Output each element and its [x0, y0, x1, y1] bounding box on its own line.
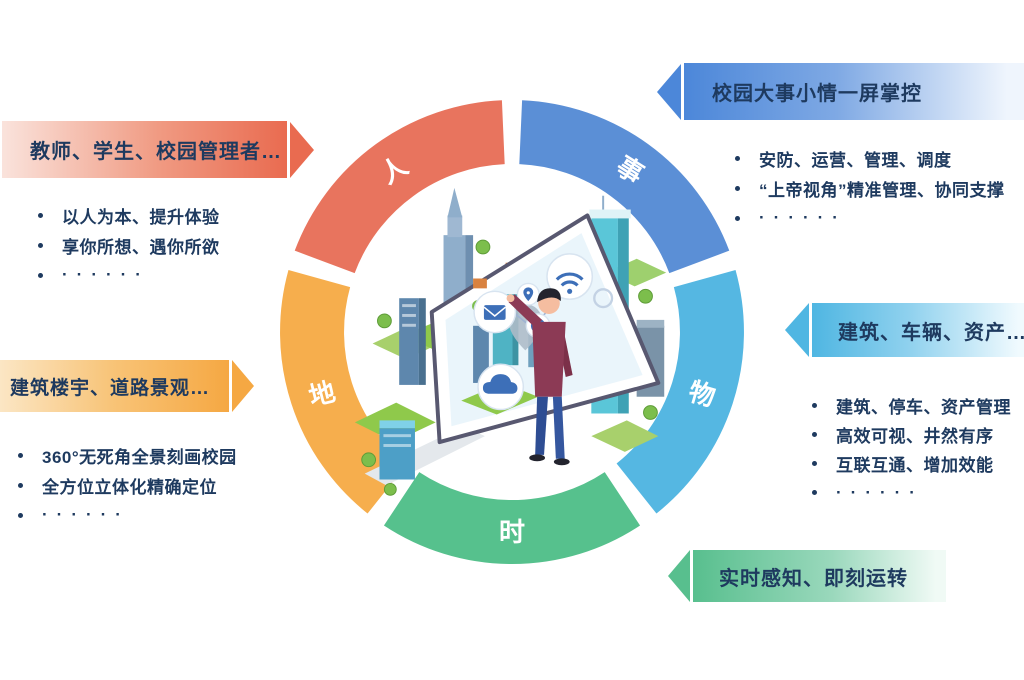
- bullet-dot: [18, 512, 23, 518]
- bullet-text: ······: [62, 265, 150, 284]
- list-item: 安防、运营、管理、调度: [735, 143, 1005, 173]
- list-item: 高效可视、井然有序: [812, 420, 1011, 449]
- bullet-text: ······: [42, 505, 130, 524]
- bullet-text: 全方位立体化精确定位: [42, 477, 217, 497]
- bullet-dot: [735, 155, 740, 161]
- bullet-dot: [812, 461, 817, 466]
- bullet-dot: [18, 452, 23, 458]
- things-banner-title: 建筑、车辆、资产…: [838, 321, 1024, 344]
- ring-segment-things: [616, 270, 744, 514]
- arrow-head-left: [668, 550, 690, 602]
- bullet-dot: [812, 403, 817, 408]
- bullet-dot: [812, 490, 817, 495]
- screen-roof: [473, 278, 487, 289]
- bullet-text: ······: [836, 482, 924, 502]
- list-item: 全方位立体化精确定位: [18, 470, 237, 500]
- list-item: 建筑、停车、资产管理: [812, 391, 1011, 420]
- bullet-text: 高效可视、井然有序: [836, 427, 994, 446]
- list-item: ······: [812, 478, 1011, 507]
- bullet-text: ······: [759, 208, 847, 227]
- arrow-head-left: [785, 303, 809, 357]
- things-bullet-list: 建筑、停车、资产管理 高效可视、井然有序 互联互通、增加效能 ······: [812, 391, 1011, 507]
- bullet-dot: [735, 215, 740, 221]
- list-item: 互联互通、增加效能: [812, 449, 1011, 478]
- matters-banner: 校园大事小情一屏掌控: [657, 63, 1024, 120]
- bullet-text: “上帝视角”精准管理、协同支撑: [759, 180, 1005, 200]
- place-bullet-list: 360°无死角全景刻画校园 全方位立体化精确定位 ······: [18, 440, 237, 530]
- bullet-dot: [38, 272, 43, 278]
- matters-bullet-list: 安防、运营、管理、调度 “上帝视角”精准管理、协同支撑 ······: [735, 143, 1005, 233]
- ring-segment-time: [383, 471, 641, 565]
- bullet-dot: [812, 432, 817, 437]
- wifi-icon: [546, 253, 594, 300]
- ring-label-time: 时: [499, 517, 525, 547]
- smart-campus-illustration: [354, 187, 667, 496]
- time-banner-title: 实时感知、即刻运转: [719, 567, 908, 590]
- building-tower-left: [399, 298, 426, 385]
- bullet-dot: [735, 185, 740, 191]
- place-banner: 建筑楼宇、道路景观…: [0, 360, 254, 412]
- person-banner-title: 教师、学生、校园管理者…: [30, 141, 282, 163]
- place-banner-title: 建筑楼宇、道路景观…: [10, 377, 211, 399]
- arrow-head-left: [657, 63, 681, 120]
- list-item: 360°无死角全景刻画校园: [18, 440, 237, 470]
- building-pool: [379, 420, 415, 480]
- arrow-head-right: [290, 121, 314, 178]
- person-banner: 教师、学生、校园管理者…: [2, 121, 314, 178]
- list-item: ······: [38, 260, 220, 290]
- bullet-text: 360°无死角全景刻画校园: [42, 447, 237, 467]
- person-bullet-list: 以人为本、提升体验 享你所想、遇你所欲 ······: [38, 200, 220, 290]
- bullet-text: 建筑、停车、资产管理: [836, 398, 1011, 417]
- bullet-text: 安防、运营、管理、调度: [759, 150, 952, 170]
- mail-icon: [473, 290, 517, 334]
- matters-banner-title: 校园大事小情一屏掌控: [712, 83, 922, 105]
- ring-segment-person: [294, 100, 506, 274]
- person-figure: [506, 288, 573, 466]
- list-item: ······: [18, 500, 237, 530]
- location-icon: [516, 282, 540, 306]
- ring-segment-place: [280, 270, 408, 514]
- bullet-text: 享你所想、遇你所欲: [62, 237, 220, 257]
- bullet-text: 以人为本、提升体验: [62, 207, 220, 227]
- things-banner: 建筑、车辆、资产…: [785, 303, 1024, 357]
- ring-dot-icon: [593, 288, 614, 309]
- list-item: ······: [735, 203, 1005, 233]
- cloud-icon: [477, 363, 525, 411]
- bullet-dot: [18, 482, 23, 488]
- bullet-dot: [38, 242, 43, 248]
- ring-segment-matters: [518, 100, 730, 274]
- ground-patch: [591, 420, 659, 452]
- screen-building: [473, 325, 489, 383]
- arrow-head-right: [232, 360, 254, 412]
- list-item: “上帝视角”精准管理、协同支撑: [735, 173, 1005, 203]
- list-item: 以人为本、提升体验: [38, 200, 220, 230]
- bullet-text: 互联互通、增加效能: [836, 456, 994, 475]
- bullet-dot: [38, 212, 43, 218]
- list-item: 享你所想、遇你所欲: [38, 230, 220, 260]
- time-banner: 实时感知、即刻运转: [668, 550, 946, 602]
